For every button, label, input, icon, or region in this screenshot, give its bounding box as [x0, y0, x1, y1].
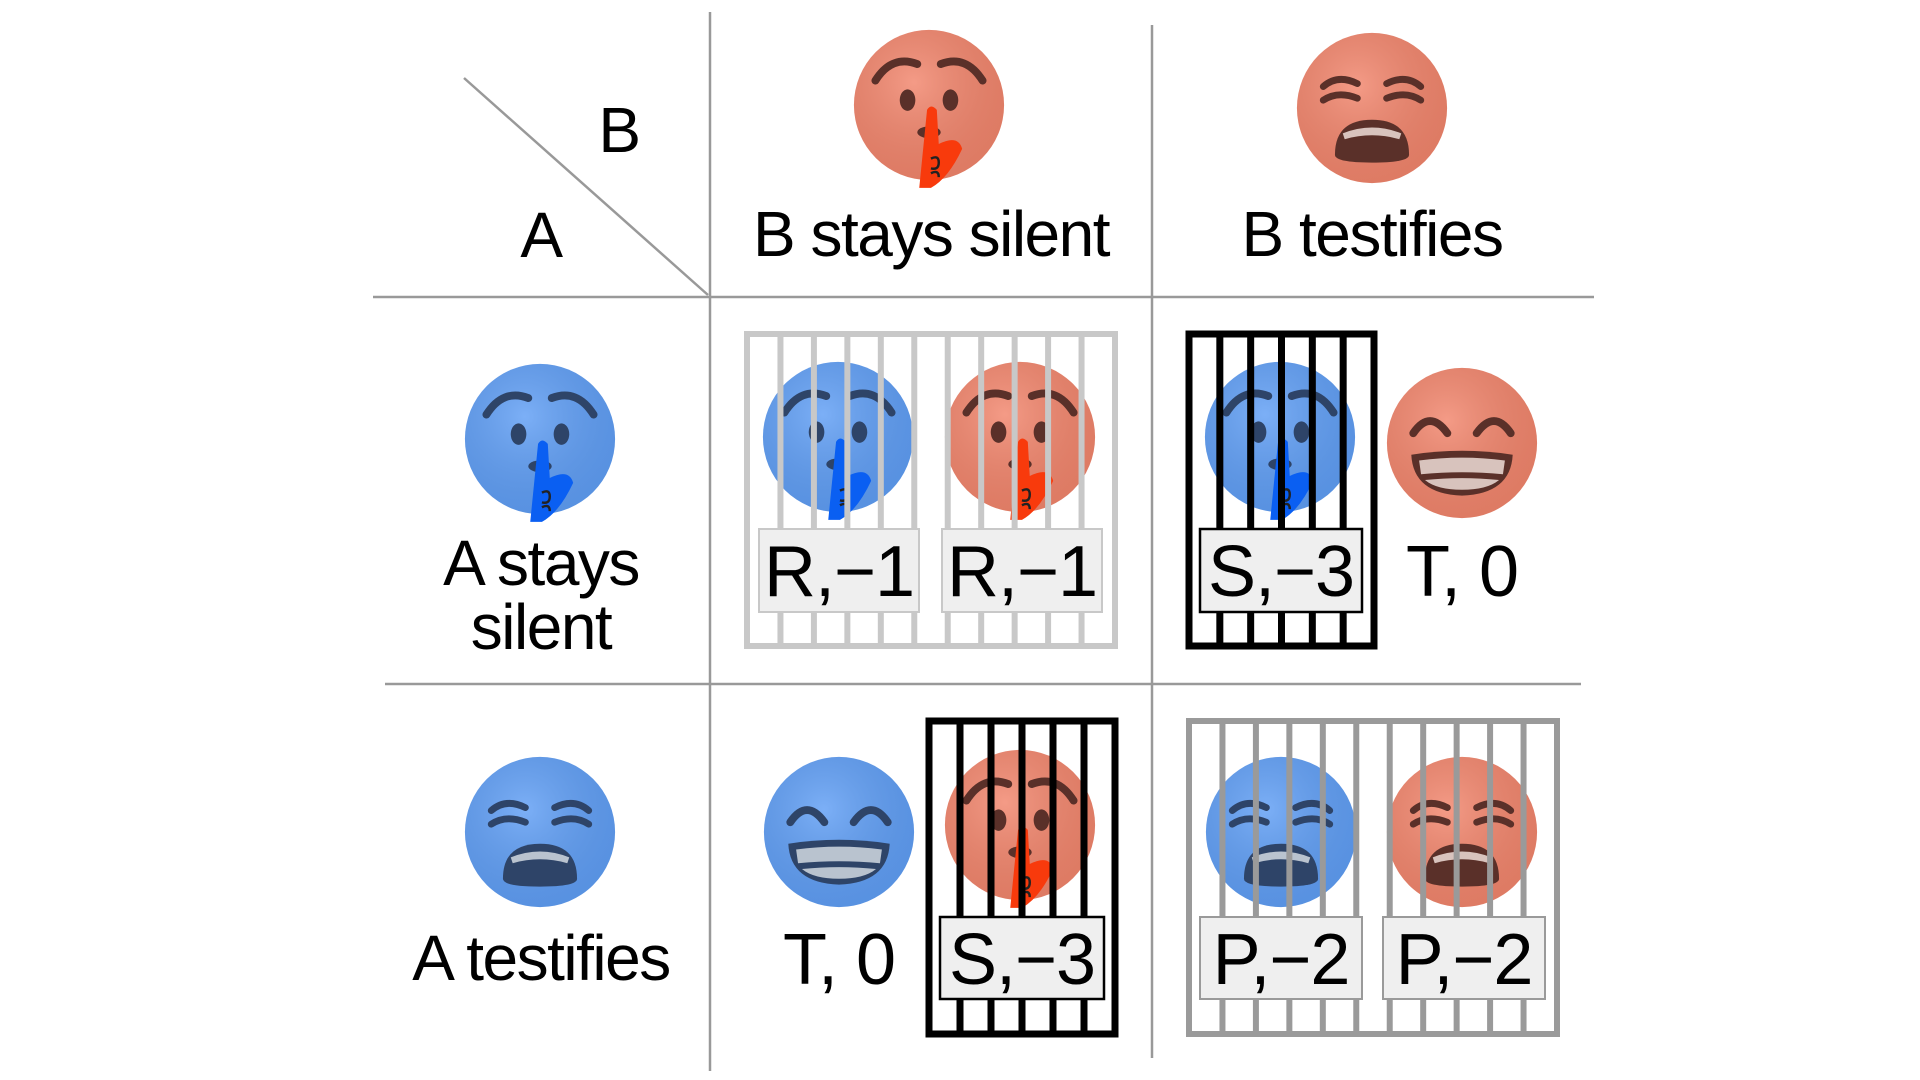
cage-frame: [1186, 718, 1560, 1037]
payoff-box: [938, 915, 1106, 1001]
payoff-b: R,−1: [947, 532, 1097, 612]
payoff-b: T, 0: [1406, 532, 1518, 612]
payoff-box: [941, 528, 1103, 613]
payoff-box: [1198, 527, 1364, 614]
payoff-box: [1199, 916, 1363, 1000]
column-header-b-testifies: B testifies: [1242, 198, 1503, 270]
row-header-a-silent-line1: A stays: [443, 527, 639, 599]
payoff-b: S,−3: [949, 920, 1095, 1000]
cell-silent-testifies: S,−3 T, 0: [1185, 330, 1538, 650]
corner-label-a: A: [520, 199, 563, 271]
shushing-face-icon: [463, 362, 617, 524]
corner-diagonal: [463, 77, 709, 296]
weary-face-icon: [1205, 756, 1357, 908]
payoff-a: P,−2: [1213, 920, 1350, 1000]
weary-face-icon: [1296, 32, 1448, 184]
shushing-face-icon: [852, 28, 1006, 190]
payoff-b: P,−2: [1396, 920, 1533, 1000]
cell-testifies-silent: T, 0 S,−3: [763, 717, 1119, 1038]
payoff-a: T, 0: [783, 920, 895, 1000]
cage-frame: [744, 331, 1118, 649]
grinning-face-icon: [763, 756, 915, 908]
shushing-face-icon: [761, 360, 915, 522]
weary-face-icon: [464, 756, 616, 908]
grinning-face-icon: [1386, 367, 1538, 519]
cell-testifies-testifies: P,−2 P,−2: [1186, 718, 1560, 1037]
weary-face-icon: [1386, 756, 1538, 908]
shushing-face-icon: [943, 360, 1097, 522]
row-header-a-testifies: A testifies: [412, 922, 669, 994]
payoff-a: S,−3: [1208, 532, 1354, 612]
cell-silent-silent: R,−1 R,−1: [744, 331, 1118, 649]
corner-label-b: B: [598, 94, 639, 166]
column-header-b-silent: B stays silent: [753, 198, 1111, 270]
row-header-a-silent-line2: silent: [471, 591, 613, 663]
payoff-box: [758, 528, 920, 613]
payoff-a: R,−1: [764, 532, 914, 612]
payoff-box: [1382, 916, 1546, 1000]
